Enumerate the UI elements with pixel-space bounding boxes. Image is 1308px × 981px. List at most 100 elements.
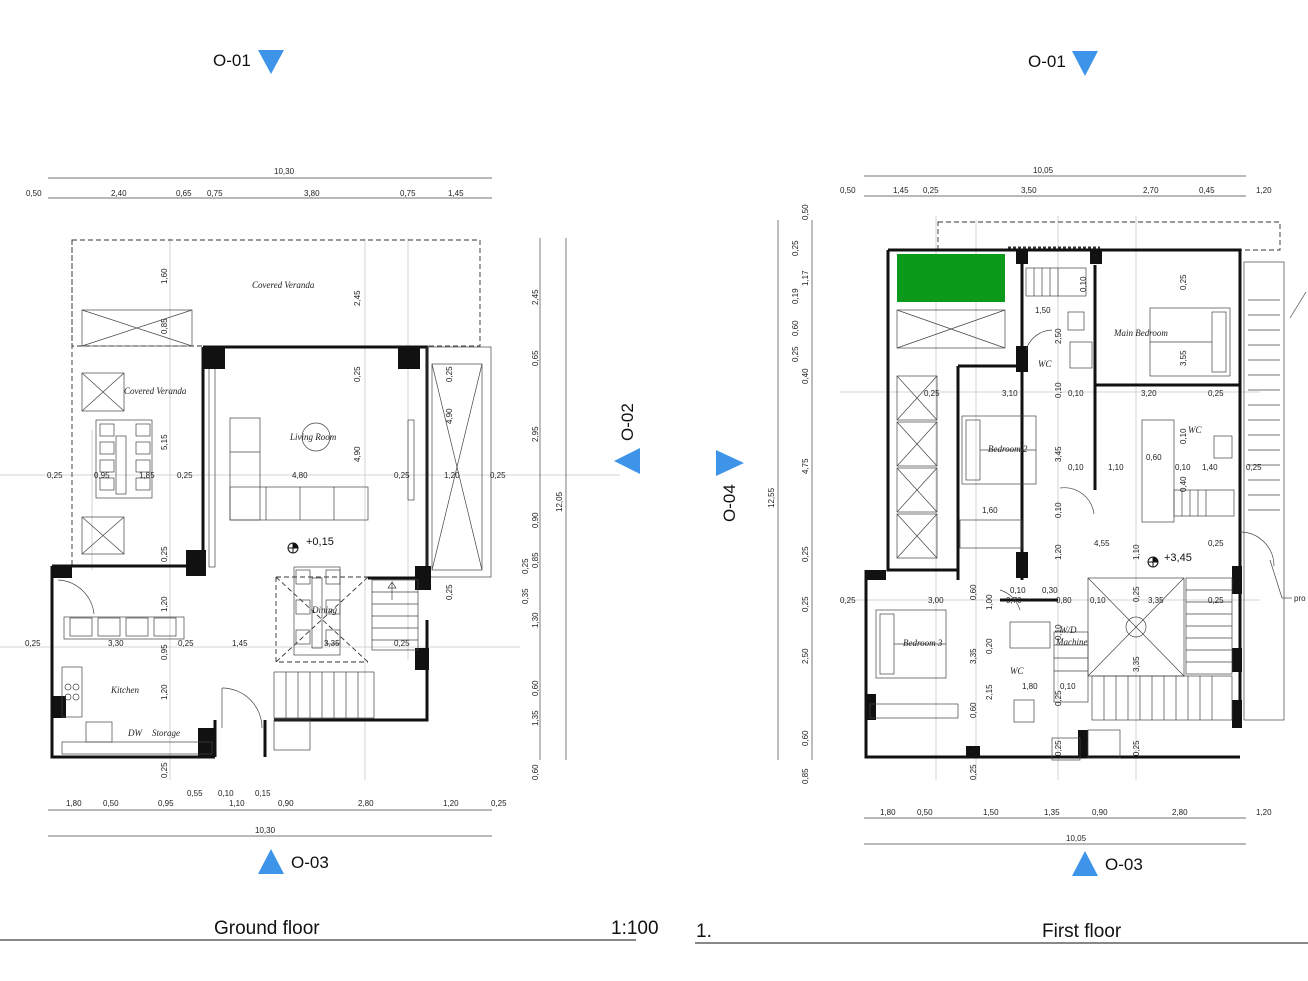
dim-label: 0,60 [801, 730, 810, 746]
side-note: pro [1294, 594, 1306, 603]
dim-label: 0,60 [531, 764, 540, 780]
marker-right-side: O-02 [618, 403, 637, 441]
dim-label: 0,85 [801, 768, 810, 784]
arrow-left-icon [614, 448, 640, 474]
dim-label: 1,10 [229, 799, 245, 808]
marker-first-top: O-01 [1028, 52, 1066, 71]
dim-label: 0,25 [445, 366, 454, 382]
scale-label: 1:100 [611, 918, 659, 939]
dim-label: 0,85 [160, 318, 169, 334]
dim-label: 1,60 [160, 268, 169, 284]
dim-label: 0,80 [1056, 596, 1072, 605]
dim-label: 0,25 [47, 471, 63, 480]
dim-label: 0,30 [1042, 586, 1058, 595]
dim-label: 0,75 [400, 189, 416, 198]
dim-label: 0,25 [1179, 274, 1188, 290]
dim-label: 1,17 [801, 270, 810, 286]
dim-label: 0,40 [1179, 476, 1188, 492]
dim-label: 2,45 [353, 290, 362, 306]
dim-label: 0,25 [445, 584, 454, 600]
dim-label: 0,70 [1006, 596, 1022, 605]
dim-label: 0,10 [1179, 428, 1188, 444]
dim-label: 0,60 [791, 320, 800, 336]
dim-label: 1,20 [160, 684, 169, 700]
dim-label: 3,10 [1002, 389, 1018, 398]
dim-label: 0,10 [1175, 463, 1191, 472]
dim-label: 0,10 [1054, 502, 1063, 518]
room-label: Covered Veranda [124, 386, 187, 396]
dim-label: 0,65 [531, 350, 540, 366]
room-label: Covered Veranda [252, 280, 315, 290]
dim-label: 0,60 [969, 584, 978, 600]
dim-label: 0,25 [840, 596, 856, 605]
first-level-label: +3,45 [1164, 552, 1192, 564]
dim-label: 0,25 [491, 799, 507, 808]
dim-label: 3,35 [1132, 656, 1141, 672]
dim-label: 1,20 [1054, 544, 1063, 560]
dim-label: 0,25 [969, 764, 978, 780]
arrow-down-icon [258, 50, 284, 74]
dim-label: 0,25 [177, 471, 193, 480]
dim-label: 0,25 [1208, 539, 1224, 548]
arrow-right-icon [716, 450, 744, 476]
dim-label: 1,80 [66, 799, 82, 808]
dim-label: 1,20 [1256, 186, 1272, 195]
dim-label: 3,20 [1141, 389, 1157, 398]
dim-label: 2,80 [1172, 808, 1188, 817]
dim-label: 3,35 [969, 648, 978, 664]
dim-label: 2,15 [985, 684, 994, 700]
arrow-up-icon [258, 849, 284, 874]
dim-label: 0,10 [1010, 586, 1026, 595]
dim-label: 10,05 [1033, 166, 1054, 175]
dim-label: 0,19 [791, 288, 800, 304]
dim-label: 0,10 [1090, 596, 1106, 605]
dim-label: 0,60 [1146, 453, 1162, 462]
dim-label: 1,20 [1256, 808, 1272, 817]
dim-label: 0,10 [1054, 624, 1063, 640]
dim-label: 1,30 [531, 612, 540, 628]
dim-label: 0,25 [791, 240, 800, 256]
dim-label: 0,25 [924, 389, 940, 398]
dim-label: 0,95 [158, 799, 174, 808]
dim-label: 0,20 [985, 638, 994, 654]
dim-label: 0,25 [801, 596, 810, 612]
dim-label: 0,10 [218, 789, 234, 798]
dim-label: 0,25 [801, 546, 810, 562]
dim-label: 4,80 [292, 471, 308, 480]
dim-label: 0,25 [1246, 463, 1262, 472]
dim-label: 1,60 [982, 506, 998, 515]
dim-label: 0,10 [1060, 682, 1076, 691]
dim-label: 0,25 [394, 639, 410, 648]
ground-level-label: +0,15 [306, 536, 334, 548]
arrow-up-icon [1072, 851, 1098, 876]
dim-label: 0,95 [160, 644, 169, 660]
dim-label: 0,25 [160, 546, 169, 562]
dim-label: 3,35 [324, 639, 340, 648]
dim-label: 3,55 [1179, 350, 1188, 366]
marker-left-side: O-04 [720, 484, 739, 522]
dim-label: 4,90 [445, 408, 454, 424]
dim-label: 0,10 [1068, 463, 1084, 472]
dim-label: 1,00 [985, 594, 994, 610]
room-label: Living Room [289, 432, 337, 442]
dim-label: 0,40 [801, 368, 810, 384]
dim-label: 2,50 [1054, 328, 1063, 344]
dim-label: 5,15 [160, 434, 169, 450]
dim-label: 0,25 [1208, 596, 1224, 605]
title-ground-floor: Ground floor [214, 918, 320, 939]
room-label: WC [1038, 359, 1052, 369]
dim-label: 0,25 [178, 639, 194, 648]
dim-label: 1,20 [444, 471, 460, 480]
dim-label: 3,45 [1054, 446, 1063, 462]
dim-label: 0,50 [26, 189, 42, 198]
dim-label: 0,10 [1068, 389, 1084, 398]
dim-label: 0,25 [1054, 690, 1063, 706]
first-floor-plan: +3,45 pro Main Bedroom Bedroom 2 Bedroom… [767, 166, 1307, 845]
dim-label: 3,50 [1021, 186, 1037, 195]
dim-label: 0,60 [531, 680, 540, 696]
dim-label: 1,85 [139, 471, 155, 480]
room-label: Main Bedroom [1113, 328, 1168, 338]
dim-label: 0,25 [160, 762, 169, 778]
dim-label: 4,90 [353, 446, 362, 462]
marker-ground-top: O-01 [213, 51, 251, 70]
